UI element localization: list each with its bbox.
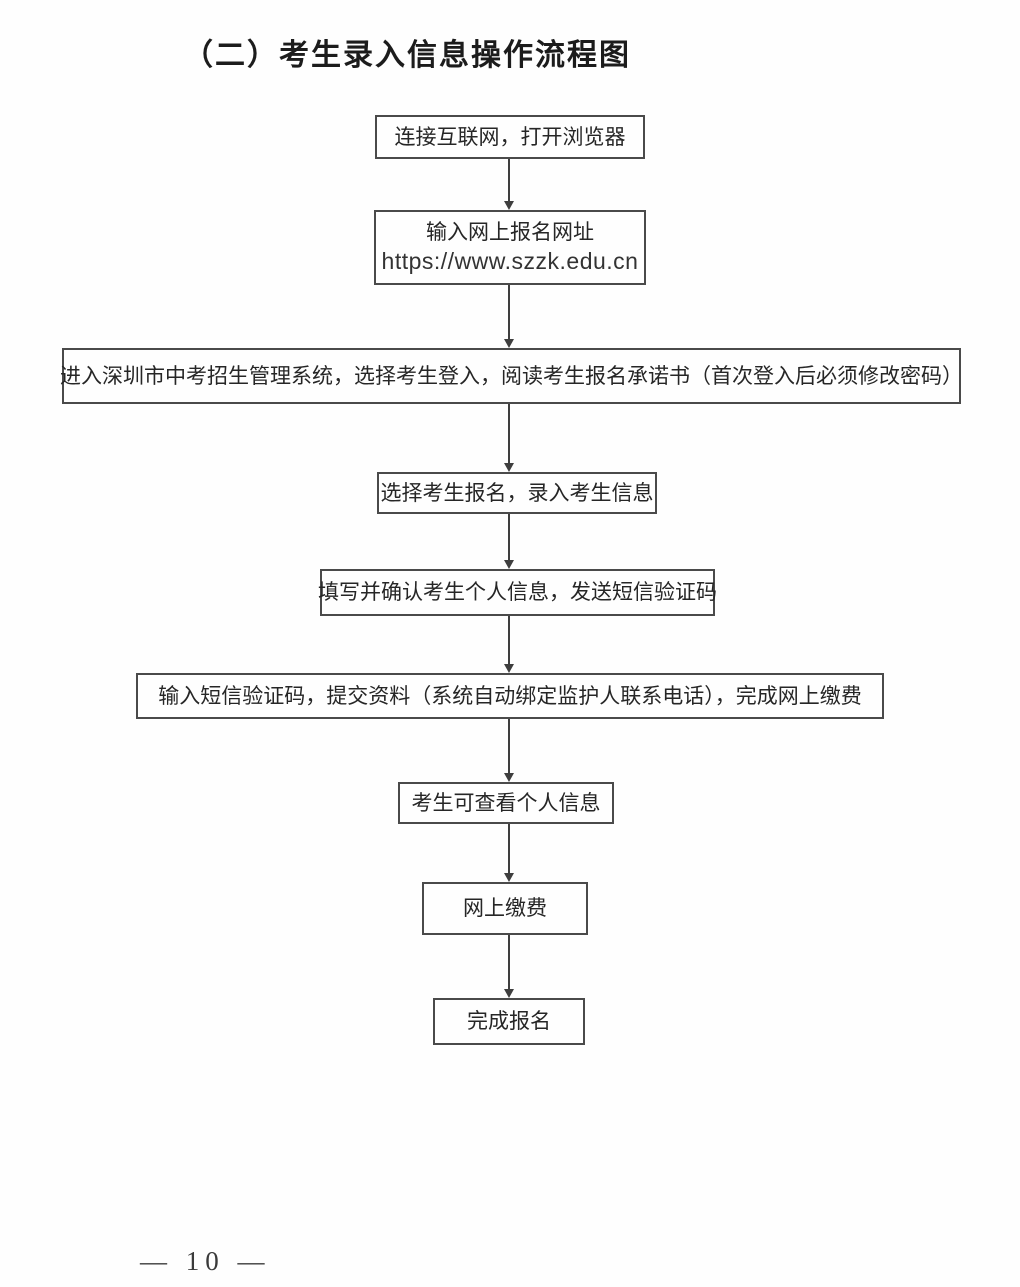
flow-step-label: 网上缴费 [463, 896, 547, 921]
flow-arrow-down [508, 935, 510, 996]
flow-arrow-down [508, 824, 510, 880]
flow-step-login-system: 进入深圳市中考招生管理系统，选择考生登入，阅读考生报名承诺书（首次登入后必须修改… [60, 348, 963, 404]
flow-step-online-payment: 网上缴费 [422, 882, 588, 935]
flow-arrow-down [508, 719, 510, 780]
page-number: — 10 — [140, 1246, 271, 1276]
flow-step-label: 输入网上报名网址 [426, 219, 594, 244]
flow-step-label: 考生可查看个人信息 [411, 790, 601, 815]
flow-step-label: 连接互联网，打开浏览器 [394, 124, 626, 149]
flow-step-submit-and-pay: 输入短信验证码，提交资料（系统自动绑定监护人联系电话），完成网上缴费 [136, 673, 884, 719]
flow-step-connect-internet: 连接互联网，打开浏览器 [375, 115, 645, 159]
flow-step-label: 完成报名 [467, 1009, 551, 1034]
flow-arrow-down [508, 514, 510, 567]
page-title: （二）考生录入信息操作流程图 [183, 39, 631, 72]
flow-step-complete-registration: 完成报名 [433, 998, 585, 1045]
flow-step-label: 输入短信验证码，提交资料（系统自动绑定监护人联系电话），完成网上缴费 [158, 683, 862, 708]
flow-step-fill-info-send-sms: 填写并确认考生个人信息，发送短信验证码 [318, 569, 717, 616]
flow-arrow-down [508, 616, 510, 671]
flow-step-enter-url: 输入网上报名网址 https://www.szzk.edu.cn [374, 210, 646, 285]
flow-arrow-down [508, 404, 510, 470]
flow-arrow-down [508, 159, 510, 208]
flow-step-label: 进入深圳市中考招生管理系统，选择考生登入，阅读考生报名承诺书（首次登入后必须修改… [60, 363, 963, 388]
flow-step-select-registration: 选择考生报名，录入考生信息 [377, 472, 657, 514]
registration-url-text: https://www.szzk.edu.cn [381, 248, 639, 275]
flow-step-label: 填写并确认考生个人信息，发送短信验证码 [318, 580, 717, 605]
flow-arrow-down [508, 285, 510, 346]
flow-step-view-info: 考生可查看个人信息 [398, 782, 614, 824]
flow-step-label: 选择考生报名，录入考生信息 [380, 480, 654, 505]
